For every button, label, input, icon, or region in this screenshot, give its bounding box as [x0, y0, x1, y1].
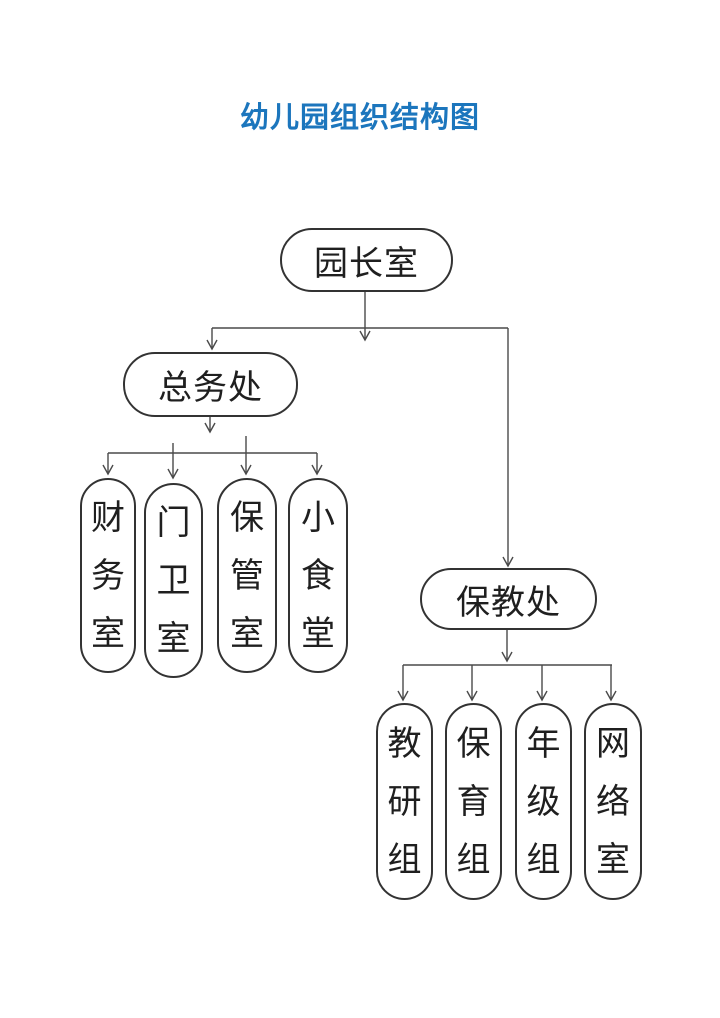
- node-gatekeeper-room-label: 门卫室: [156, 503, 191, 658]
- node-general-affairs-label: 总务处: [158, 369, 263, 407]
- node-gatekeeper-room: 门卫室: [144, 483, 203, 678]
- node-childcare-group: 保育组: [445, 703, 502, 900]
- node-teaching-research-group-label: 教研组: [387, 724, 422, 879]
- node-care-education-office: 保教处: [420, 568, 597, 630]
- node-grade-group: 年级组: [515, 703, 572, 900]
- node-finance-room-label: 财务室: [91, 498, 125, 653]
- node-grade-group-label: 年级组: [526, 724, 561, 879]
- node-small-canteen: 小食堂: [288, 478, 348, 673]
- node-storage-room: 保管室: [217, 478, 277, 673]
- node-finance-room: 财务室: [80, 478, 136, 673]
- node-childcare-group-label: 保育组: [456, 724, 491, 879]
- node-general-affairs-office: 总务处: [123, 352, 298, 417]
- node-small-canteen-label: 小食堂: [301, 498, 335, 653]
- node-principal-office-label: 园长室: [314, 244, 419, 283]
- node-care-education-label: 保教处: [456, 583, 561, 622]
- node-network-room-label: 网络室: [596, 724, 630, 879]
- page-title: 幼儿园组织结构图: [239, 102, 480, 134]
- node-principal-office: 园长室: [280, 228, 453, 292]
- node-network-room: 网络室: [584, 703, 642, 900]
- node-teaching-research-group: 教研组: [376, 703, 433, 900]
- node-storage-room-label: 保管室: [230, 498, 264, 653]
